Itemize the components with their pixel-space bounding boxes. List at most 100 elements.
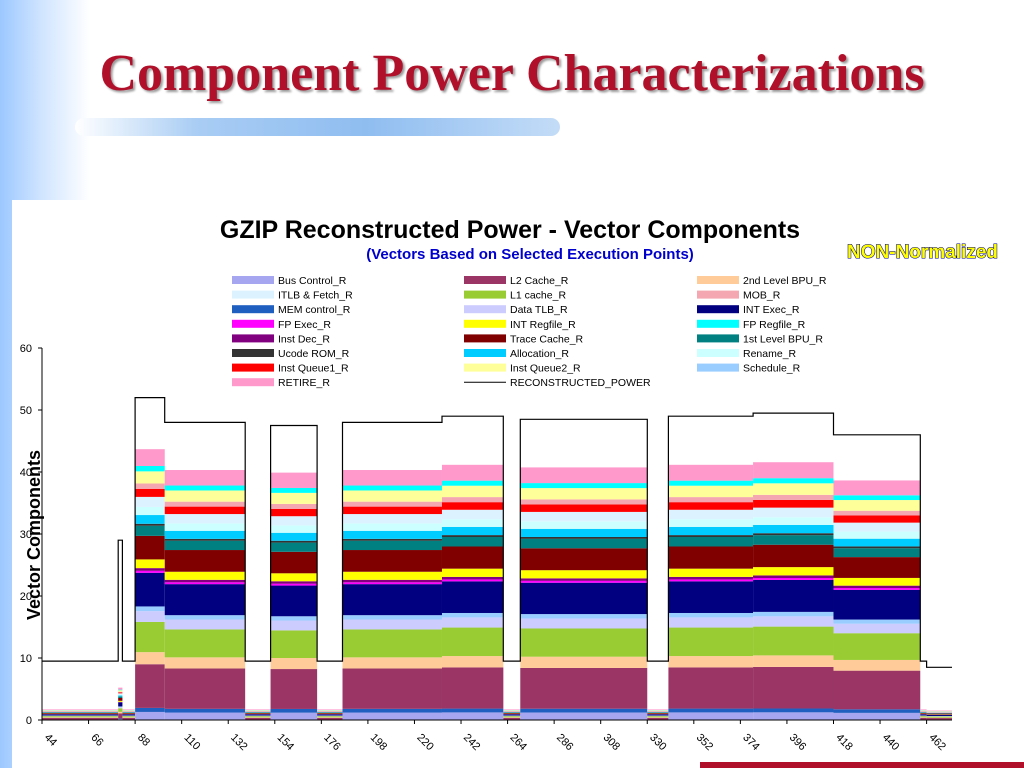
band-l1-cache-r-seg11: [520, 628, 648, 657]
band-l2-cache-r-seg0: [42, 717, 119, 720]
band-retire-r-seg13: [668, 464, 754, 481]
legend-label-data-tlb-r: Data TLB_R: [510, 304, 568, 316]
legend-swatch-inst-dec-r: [232, 334, 274, 343]
band-allocation-r-seg3: [135, 515, 165, 524]
x-tick-label-176: 176: [321, 732, 342, 753]
x-tick-label-374: 374: [740, 732, 761, 753]
band-1st-level-bpu-r-seg9: [441, 536, 504, 547]
band-inst-queue1-r-seg9: [441, 502, 504, 510]
legend-label-schedule-r: Schedule_R: [743, 363, 801, 375]
band-l1-cache-r-seg6: [270, 630, 318, 659]
band-itlb-fetch-r-seg8: [342, 514, 442, 524]
legend-label-l2-cache-r: L2 Cache_R: [510, 275, 569, 287]
band-1st-level-bpu-r-seg14: [753, 535, 834, 545]
band-trace-cache-r-seg9: [441, 546, 504, 569]
band-fp-exec-r-seg4: [164, 582, 246, 585]
band-ucode-rom-r-seg8: [342, 538, 442, 541]
band-l1-cache-r-seg13: [668, 627, 754, 657]
band-l1-cache-r-seg10: [503, 716, 521, 718]
band-mob-r-seg3: [135, 483, 165, 489]
band-schedule-r-seg1: [118, 706, 123, 707]
band-rename-r-seg11: [520, 521, 648, 529]
band-int-exec-r-seg17: [926, 714, 952, 717]
x-tick-label-198: 198: [368, 732, 389, 753]
band-fp-exec-r-seg8: [342, 582, 442, 585]
band-retire-r-seg15: [833, 480, 921, 496]
band-ucode-rom-r-seg3: [135, 523, 165, 526]
band-mem-control-r-seg13: [668, 708, 754, 713]
band-2nd-level-bpu-r-seg6: [270, 658, 318, 670]
x-tick-label-66: 66: [88, 732, 105, 749]
band-l1-cache-r-seg2: [122, 716, 136, 718]
band-retire-r-seg6: [270, 472, 318, 488]
band-l2-cache-r-seg11: [520, 667, 648, 709]
band-ucode-rom-r-seg13: [668, 535, 754, 537]
band-schedule-r-seg6: [270, 616, 318, 621]
band-int-exec-r-seg10: [503, 714, 521, 716]
legend-swatch-fp-regfile-r: [697, 319, 739, 328]
band-fp-regfile-r-seg4: [164, 485, 246, 491]
band-l2-cache-r-seg2: [122, 717, 136, 720]
band-inst-dec-r-seg13: [668, 576, 754, 580]
band-allocation-r-seg14: [753, 524, 834, 534]
band-data-tlb-r-seg13: [668, 617, 754, 628]
band-itlb-fetch-r-seg15: [833, 522, 921, 532]
band-itlb-fetch-r-seg4: [164, 514, 246, 524]
band-trace-cache-r-seg13: [668, 546, 754, 569]
band-int-regfile-r-seg14: [753, 567, 834, 576]
band-2nd-level-bpu-r-seg8: [342, 657, 442, 669]
legend-label-fp-exec-r: FP Exec_R: [278, 319, 331, 331]
legend-swatch-ucode-rom-r: [232, 349, 274, 357]
band-int-exec-r-seg3: [135, 572, 165, 607]
band-inst-queue1-r-seg3: [135, 488, 165, 497]
band-mem-control-r-seg8: [342, 708, 442, 713]
band-mob-r-seg9: [441, 497, 504, 503]
band-inst-queue1-r-seg1: [118, 692, 123, 694]
band-l1-cache-r-seg15: [833, 633, 921, 660]
band-l2-cache-r-seg12: [647, 717, 669, 720]
band-data-tlb-r-seg6: [270, 620, 318, 631]
band-l1-cache-r-seg16: [920, 716, 927, 718]
band-int-exec-r-seg13: [668, 581, 754, 613]
band-ucode-rom-r-seg11: [520, 536, 648, 539]
band-inst-queue2-r-seg15: [833, 500, 921, 511]
band-trace-cache-r-seg8: [342, 550, 442, 572]
band-l1-cache-r-seg7: [317, 716, 343, 718]
legend-label-retire-r: RETIRE_R: [278, 377, 330, 389]
slide-title: Component Power Characterizations: [99, 45, 925, 102]
band-inst-dec-r-seg6: [270, 581, 318, 584]
x-tick-label-154: 154: [275, 732, 296, 753]
band-data-tlb-r-seg14: [753, 616, 834, 627]
band-int-exec-r-seg6: [270, 585, 318, 617]
y-tick-label-50: 50: [20, 405, 32, 417]
band-bus-control-r-seg15: [833, 712, 921, 720]
band-1st-level-bpu-r-seg15: [833, 548, 921, 558]
chart-title: GZIP Reconstructed Power - Vector Compon…: [220, 216, 800, 244]
band-fp-regfile-r-seg6: [270, 487, 318, 493]
band-inst-dec-r-seg15: [833, 585, 921, 589]
band-fp-exec-r-seg9: [441, 579, 504, 582]
band-fp-regfile-r-seg1: [118, 689, 123, 691]
band-rename-r-seg1: [118, 694, 123, 696]
band-1st-level-bpu-r-seg3: [135, 525, 165, 536]
legend-swatch-inst-queue1-r: [232, 363, 274, 372]
x-tick-label-330: 330: [647, 732, 668, 753]
band-retire-r-seg0: [42, 709, 119, 711]
band-ucode-rom-r-seg6: [270, 540, 318, 543]
legend-label-int-exec-r: INT Exec_R: [743, 304, 800, 316]
band-l1-cache-r-seg8: [342, 629, 442, 658]
band-inst-queue2-r-seg9: [441, 485, 504, 498]
band-l2-cache-r-seg6: [270, 669, 318, 709]
band-mob-r-seg4: [164, 501, 246, 507]
x-tick-label-286: 286: [554, 732, 575, 753]
band-int-exec-r-seg7: [317, 714, 343, 716]
band-fp-regfile-r-seg9: [441, 480, 504, 486]
band-inst-queue2-r-seg14: [753, 483, 834, 495]
legend-swatch-2nd-level-bpu-r: [697, 276, 739, 284]
band-1st-level-bpu-r-seg6: [270, 542, 318, 552]
band-l1-cache-r-seg17: [926, 716, 952, 718]
band-mem-control-r-seg6: [270, 708, 318, 713]
band-l1-cache-r-seg4: [164, 629, 246, 658]
band-l2-cache-r-seg15: [833, 670, 921, 710]
